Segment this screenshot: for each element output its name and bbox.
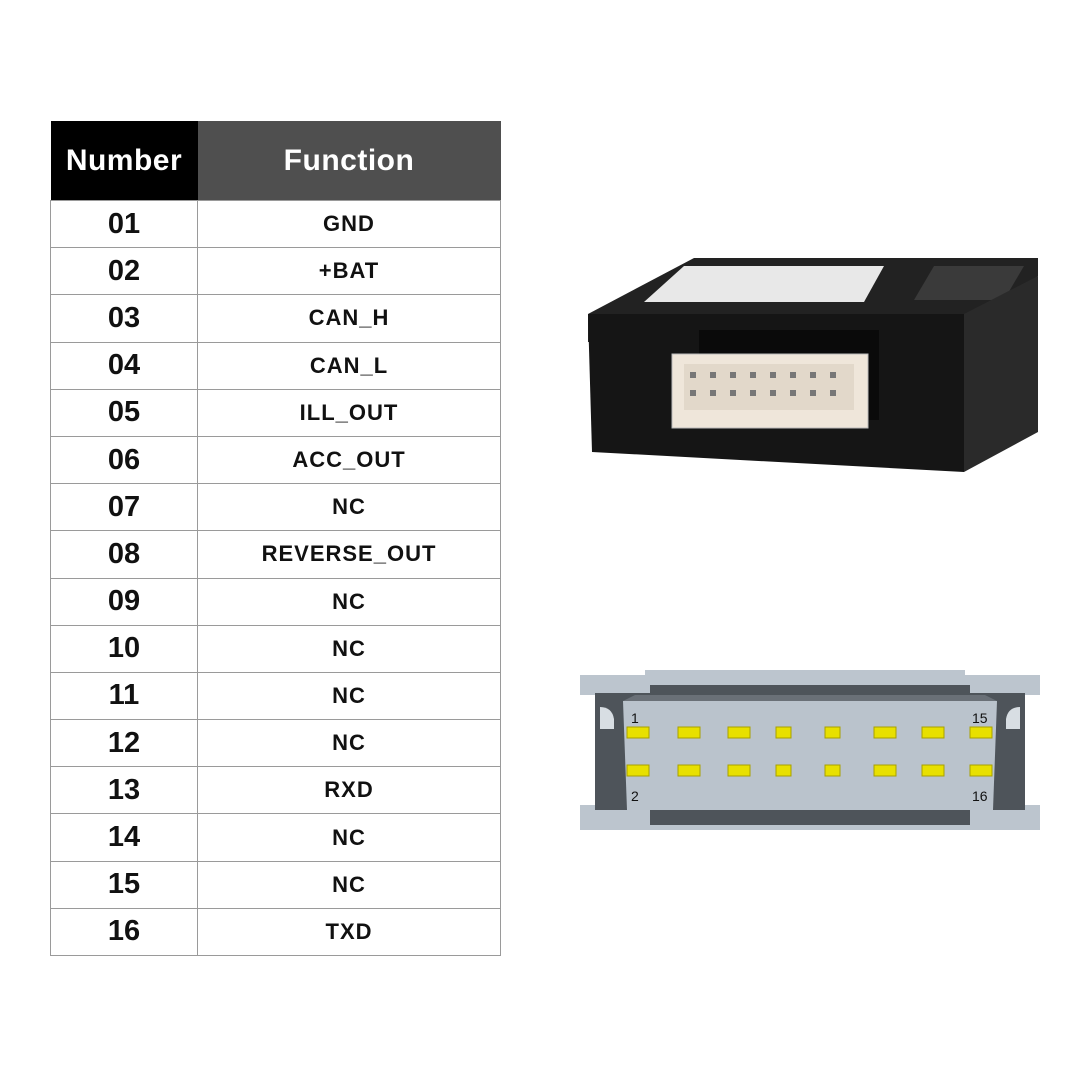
device-photo bbox=[588, 258, 1038, 472]
connector-pin bbox=[824, 764, 841, 777]
device-pin bbox=[830, 372, 836, 378]
pin-function: ACC_OUT bbox=[197, 435, 501, 485]
pin-number: 16 bbox=[50, 907, 198, 957]
connector-pin bbox=[824, 726, 841, 739]
device-pin bbox=[810, 390, 816, 396]
pin-function: TXD bbox=[197, 907, 501, 957]
header-function: Function bbox=[197, 121, 501, 201]
pin-number: 08 bbox=[50, 530, 198, 579]
pin-label-15: 15 bbox=[972, 710, 988, 726]
connector-pin bbox=[873, 726, 897, 739]
device-pin bbox=[770, 372, 776, 378]
device-pin bbox=[790, 372, 796, 378]
pin-number: 03 bbox=[50, 294, 198, 343]
connector-pin bbox=[969, 764, 993, 777]
pin-function: NC bbox=[197, 719, 501, 768]
pin-function: NC bbox=[197, 671, 501, 721]
device-pin bbox=[710, 372, 716, 378]
pin-number: 12 bbox=[50, 719, 198, 768]
connector-pin bbox=[775, 764, 792, 777]
connector-pin bbox=[921, 764, 945, 777]
connector-pin bbox=[727, 764, 751, 777]
pin-number: 15 bbox=[50, 860, 198, 909]
device-pin bbox=[730, 372, 736, 378]
device-pin bbox=[830, 390, 836, 396]
device-pin bbox=[730, 390, 736, 396]
pin-function: NC bbox=[197, 813, 501, 862]
pin-label-1: 1 bbox=[631, 710, 639, 726]
pin-number: 09 bbox=[50, 577, 198, 626]
pin-number: 14 bbox=[50, 813, 198, 862]
pin-number: 11 bbox=[50, 671, 198, 721]
pin-number: 04 bbox=[50, 341, 198, 390]
pin-number: 02 bbox=[50, 247, 198, 296]
device-pin bbox=[690, 372, 696, 378]
device-pin bbox=[790, 390, 796, 396]
connector-pin bbox=[969, 726, 993, 739]
pin-function: +BAT bbox=[197, 247, 501, 296]
pin-function: NC bbox=[197, 860, 501, 909]
connector-pin bbox=[775, 726, 792, 739]
device-pin bbox=[710, 390, 716, 396]
device-pin bbox=[750, 390, 756, 396]
device-pin bbox=[810, 372, 816, 378]
connector-pin bbox=[727, 726, 751, 739]
pin-function: REVERSE_OUT bbox=[197, 530, 501, 579]
pin-function: NC bbox=[197, 483, 501, 532]
connector-pin bbox=[626, 764, 650, 777]
pin-function: CAN_L bbox=[197, 341, 501, 390]
device-pin bbox=[750, 372, 756, 378]
pin-function: NC bbox=[197, 624, 501, 673]
connector-diagram: 1 15 2 16 bbox=[580, 670, 1040, 830]
connector-pin bbox=[677, 726, 701, 739]
pin-function: RXD bbox=[197, 766, 501, 815]
pin-function: NC bbox=[197, 577, 501, 626]
pin-number: 13 bbox=[50, 766, 198, 815]
pin-number: 05 bbox=[50, 388, 198, 437]
pin-number: 06 bbox=[50, 435, 198, 485]
pin-function: ILL_OUT bbox=[197, 388, 501, 437]
pin-number: 07 bbox=[50, 483, 198, 532]
connector-pin bbox=[626, 726, 650, 739]
pin-number: 01 bbox=[50, 199, 198, 249]
header-number: Number bbox=[50, 121, 198, 201]
pin-label-2: 2 bbox=[631, 788, 639, 804]
table-row: 02+BAT bbox=[50, 247, 501, 296]
device-pin bbox=[690, 390, 696, 396]
table-header-row: Number Function bbox=[50, 121, 501, 201]
pin-number: 10 bbox=[50, 624, 198, 673]
device-pin bbox=[770, 390, 776, 396]
connector-pin bbox=[921, 726, 945, 739]
pin-function: CAN_H bbox=[197, 294, 501, 343]
connector-pin bbox=[677, 764, 701, 777]
pin-function: GND bbox=[197, 199, 501, 249]
connector-pin bbox=[873, 764, 897, 777]
pin-label-16: 16 bbox=[972, 788, 988, 804]
